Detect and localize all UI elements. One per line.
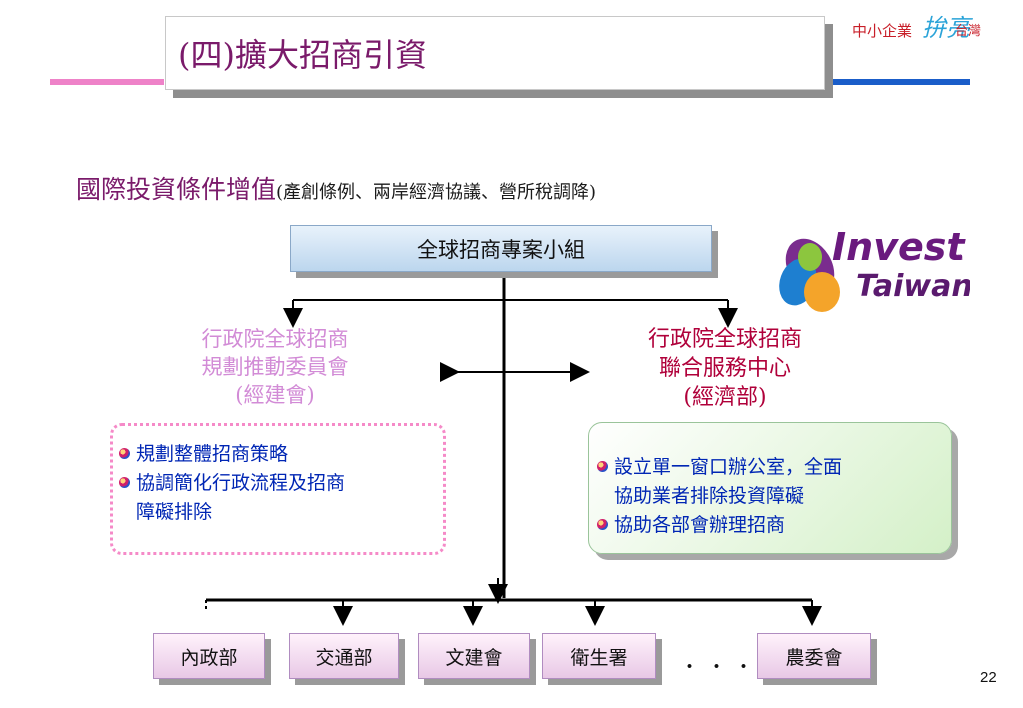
dept-box-culture: 文建會 <box>418 633 530 679</box>
service-duty-item: 協助各部會辦理招商 <box>597 511 842 540</box>
committee-duty-text: 協調簡化行政流程及招商 <box>136 472 346 494</box>
logo-word-taiwan: Taiwan <box>856 269 970 304</box>
headline-sub: (產創條例、兩岸經濟協議、營所稅調降) <box>276 182 597 203</box>
logo-word-in: in <box>954 252 963 263</box>
dept-box-transportation: 交通部 <box>289 633 399 679</box>
bullet-icon <box>597 461 608 472</box>
service-duty-text: 協助各部會辦理招商 <box>614 514 786 536</box>
sme-logo-accent: 拚亮 <box>922 14 970 42</box>
planning-committee-label: 行政院全球招商 規劃推動委員會 (經建會) <box>150 325 400 409</box>
header-blue-rule <box>832 79 970 85</box>
committee-duty-item: 協調簡化行政流程及招商 <box>119 469 345 498</box>
bullet-icon <box>119 448 130 459</box>
committee-duties-panel: 規劃整體招商策略 協調簡化行政流程及招商 障礙排除 <box>110 423 446 555</box>
logo-petal-green <box>798 243 822 271</box>
service-duty-continuation: 協助業者排除投資障礙 <box>614 485 805 507</box>
bullet-icon <box>119 477 130 488</box>
sme-logo-suffix: 台灣 <box>955 24 982 39</box>
logo-petal-orange <box>804 272 840 312</box>
dept-box-agriculture: 農委會 <box>757 633 871 679</box>
committee-duty-continuation: 障礙排除 <box>136 501 213 523</box>
title-box <box>165 16 825 90</box>
bullet-icon <box>597 519 608 530</box>
joint-service-center-line-2: 聯合服務中心 <box>658 356 791 381</box>
joint-service-center-line-1: 行政院全球招商 <box>647 327 802 352</box>
dept-box-health: 衛生署 <box>542 633 656 679</box>
planning-committee-line-2: 規劃推動委員會 <box>201 355 349 379</box>
headline-main: 國際投資條件增值 <box>76 175 277 204</box>
global-investment-task-force-box: 全球招商專案小組 <box>290 225 712 272</box>
joint-service-center-line-3: (經濟部) <box>683 385 767 410</box>
page-number: 22 <box>980 669 997 686</box>
headline: 國際投資條件增值(產創條例、兩岸經濟協議、營所稅調降) <box>76 170 596 206</box>
service-duty-item: 設立單一窗口辦公室，全面 <box>597 453 842 482</box>
logo-word-invest: Invest <box>832 225 966 269</box>
invest-in-taiwan-logo: Invest in Taiwan <box>779 225 970 312</box>
joint-service-center-label: 行政院全球招商 聯合服務中心 (經濟部) <box>600 325 850 412</box>
planning-committee-line-3: (經建會) <box>235 383 315 407</box>
service-duty-text: 設立單一窗口辦公室，全面 <box>614 456 843 478</box>
sme-logo-prefix: 中小企業 <box>852 22 913 40</box>
header-pink-rule <box>50 79 164 85</box>
more-departments-ellipsis: ・・・ <box>680 656 762 678</box>
slide-title: (四)擴大招商引資 <box>178 36 427 74</box>
service-center-duties-panel: 設立單一窗口辦公室，全面 協助業者排除投資障礙 協助各部會辦理招商 <box>588 422 952 554</box>
committee-duty-text: 規劃整體招商策略 <box>136 443 289 465</box>
planning-committee-line-1: 行政院全球招商 <box>201 327 349 351</box>
committee-duty-item: 規劃整體招商策略 <box>119 440 345 469</box>
dept-box-interior: 內政部 <box>153 633 265 679</box>
